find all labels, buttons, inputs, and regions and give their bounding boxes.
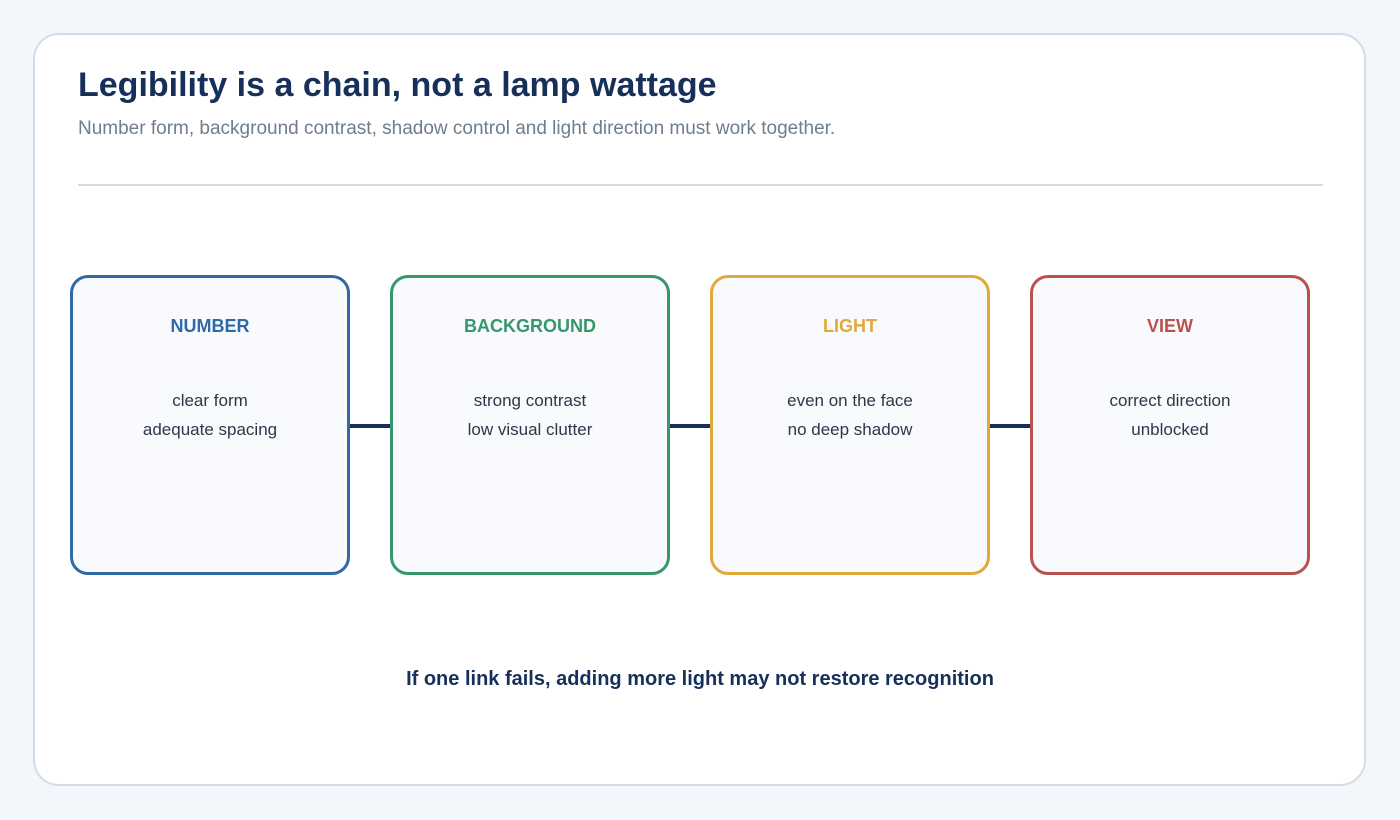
page-title: Legibility is a chain, not a lamp wattag… [78,66,717,104]
chain-connector-2 [670,424,710,428]
chain-node-light: LIGHT even on the face no deep shadow [710,275,990,575]
chain-node-background: BACKGROUND strong contrast low visual cl… [390,275,670,575]
chain-connector-3 [990,424,1030,428]
header-divider [78,184,1323,186]
chain-node-view: VIEW correct direction unblocked [1030,275,1310,575]
chain-node-lines: correct direction unblocked [1033,386,1307,444]
chain-node-line: no deep shadow [787,420,913,439]
chain-conclusion: If one link fails, adding more light may… [406,668,994,690]
chain-node-line: clear form [172,391,248,410]
chain-node-title: NUMBER [170,316,250,336]
chain-node-line: strong contrast [473,391,587,410]
chain-node-title: BACKGROUND [464,316,596,336]
chain-node-lines: strong contrast low visual clutter [393,386,667,444]
chain-node-lines: clear form adequate spacing [73,386,347,444]
page-subtitle: Number form, background contrast, shadow… [78,118,836,139]
chain-node-line: adequate spacing [142,420,278,439]
chain-node-lines: even on the face no deep shadow [713,386,987,444]
chain-connector-1 [350,424,390,428]
chain-node-line: correct direction [1109,391,1231,410]
chain-node-line: unblocked [1131,420,1209,439]
chain-node-line: low visual clutter [467,420,593,439]
chain-node-title: VIEW [1146,316,1193,336]
chain-node-number: NUMBER clear form adequate spacing [70,275,350,575]
chain-node-title: LIGHT [823,316,877,336]
chain-node-line: even on the face [787,391,913,410]
